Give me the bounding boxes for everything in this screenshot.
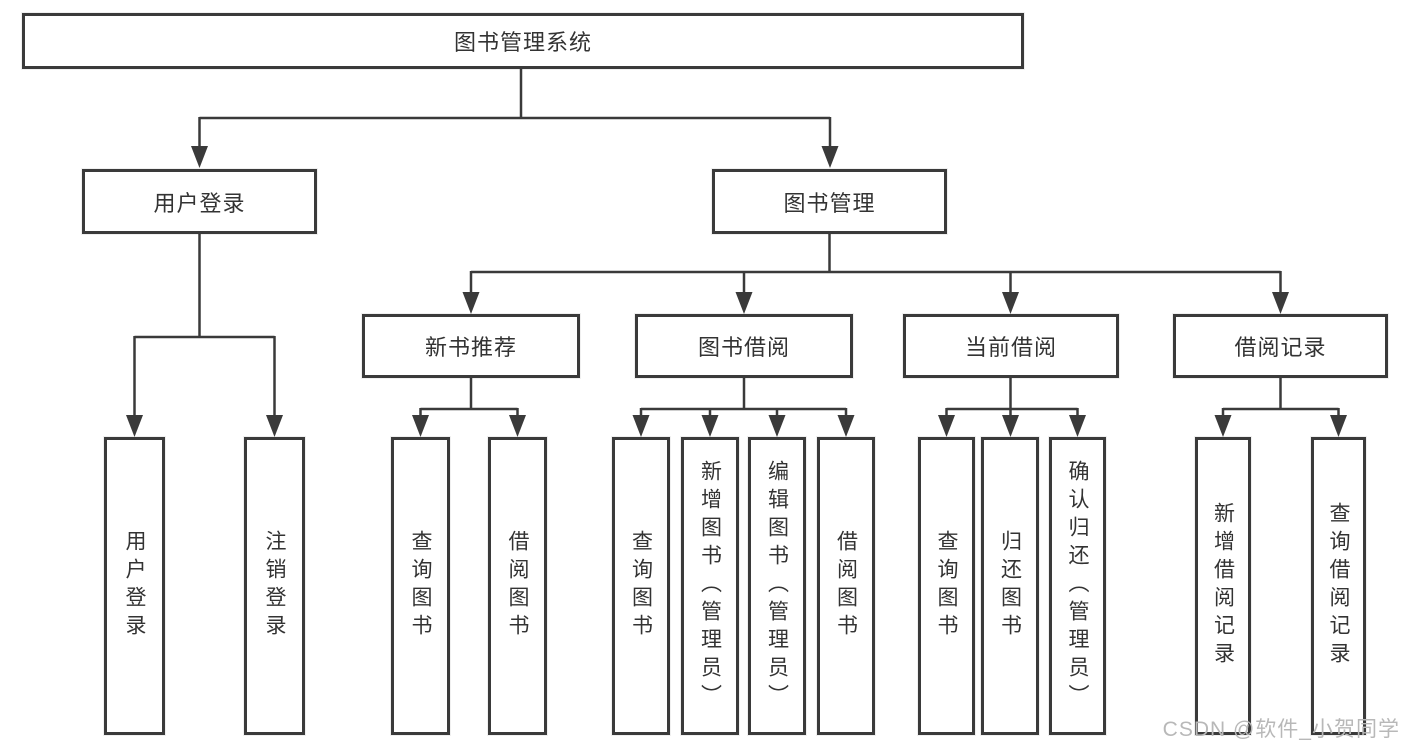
node-book-management: 图书管理 <box>712 169 947 234</box>
node-root: 图书管理系统 <box>22 13 1024 69</box>
leaf-borrow-query-books-label: 查询图书 <box>629 530 653 642</box>
node-new-book-recommend: 新书推荐 <box>362 314 580 378</box>
leaf-borrow-books: 借阅图书 <box>817 437 875 735</box>
leaf-recommend-query-books: 查询图书 <box>391 437 450 735</box>
leaf-borrow-query-books: 查询图书 <box>612 437 670 735</box>
node-user-login: 用户登录 <box>82 169 317 234</box>
node-borrow-records: 借阅记录 <box>1173 314 1388 378</box>
node-current-borrow: 当前借阅 <box>903 314 1119 378</box>
leaf-add-borrow-record: 新增借阅记录 <box>1195 437 1251 735</box>
node-borrow-records-label: 借阅记录 <box>1234 335 1327 360</box>
leaf-edit-books-admin-label: 编辑图书（管理员） <box>765 460 789 712</box>
leaf-confirm-return-admin-label: 确认归还（管理员） <box>1066 460 1089 712</box>
node-user-login-label: 用户登录 <box>153 190 246 216</box>
leaf-confirm-return-admin: 确认归还（管理员） <box>1049 437 1106 735</box>
node-book-management-label: 图书管理 <box>783 190 876 216</box>
leaf-user-login-label: 用户登录 <box>123 530 146 642</box>
node-book-borrow: 图书借阅 <box>635 314 853 378</box>
leaf-add-borrow-record-label: 新增借阅记录 <box>1211 502 1235 670</box>
node-root-label: 图书管理系统 <box>453 30 592 55</box>
leaf-recommend-borrow-books-label: 借阅图书 <box>506 530 529 642</box>
leaf-current-query-books-label: 查询图书 <box>935 530 958 642</box>
watermark: CSDN @软件_小贺同学 <box>1162 718 1400 741</box>
leaf-edit-books-admin: 编辑图书（管理员） <box>748 437 806 735</box>
node-book-borrow-label: 图书借阅 <box>697 335 790 360</box>
leaf-logout-label: 注销登录 <box>263 530 286 642</box>
leaf-recommend-borrow-books: 借阅图书 <box>488 437 547 735</box>
leaf-logout: 注销登录 <box>244 437 305 735</box>
node-new-book-recommend-label: 新书推荐 <box>424 335 517 360</box>
leaf-return-books: 归还图书 <box>981 437 1039 735</box>
leaf-current-query-books: 查询图书 <box>918 437 975 735</box>
leaf-add-books-admin: 新增图书（管理员） <box>681 437 739 735</box>
leaf-add-books-admin-label: 新增图书（管理员） <box>698 460 722 712</box>
leaf-query-borrow-record: 查询借阅记录 <box>1311 437 1366 735</box>
leaf-borrow-books-label: 借阅图书 <box>834 530 858 642</box>
leaf-user-login: 用户登录 <box>104 437 165 735</box>
leaf-recommend-query-books-label: 查询图书 <box>409 530 432 642</box>
leaf-query-borrow-record-label: 查询借阅记录 <box>1327 502 1350 670</box>
node-current-borrow-label: 当前借阅 <box>964 335 1057 360</box>
leaf-return-books-label: 归还图书 <box>998 530 1022 642</box>
